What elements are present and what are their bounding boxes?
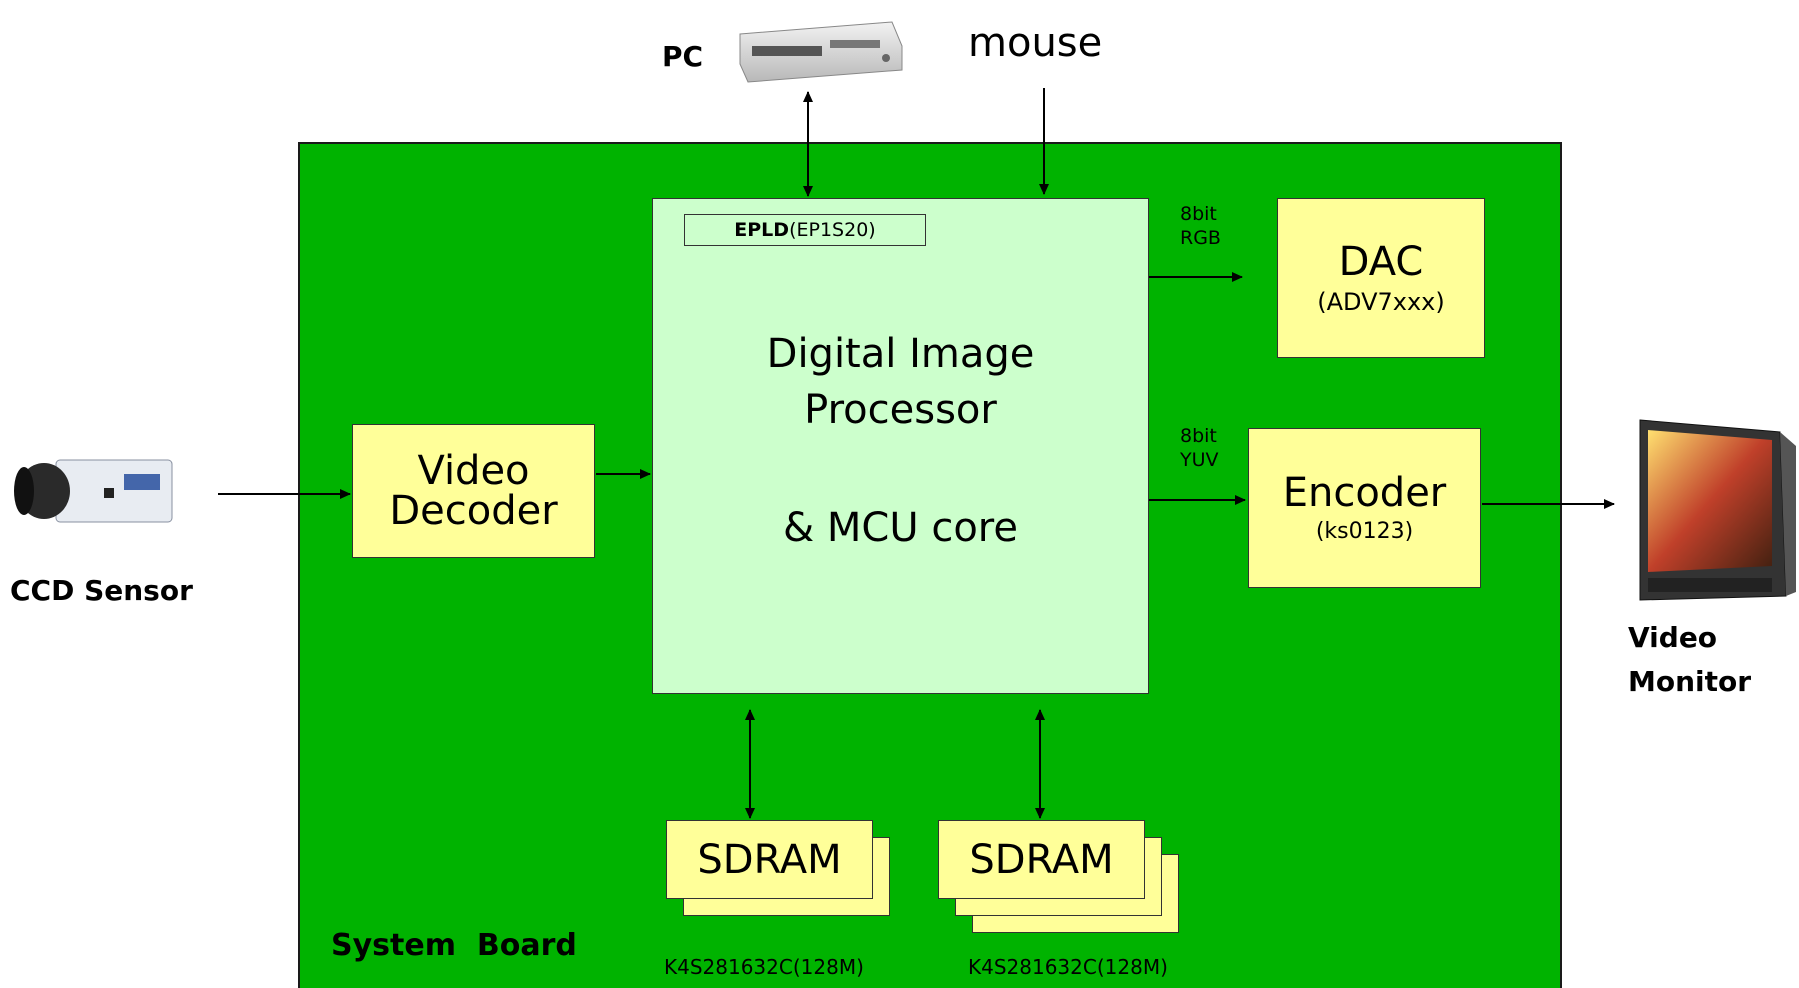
sdram-right-part: K4S281632C(128M) (968, 955, 1168, 979)
yuv-signal-line-2: YUV (1180, 449, 1219, 471)
mouse-label: mouse (968, 20, 1103, 66)
rgb-signal-line-1: 8bit (1180, 203, 1217, 225)
processor-line-3: & MCU core (783, 505, 1018, 551)
processor-title: Digital Image Processor & MCU core (652, 326, 1149, 556)
video-decoder-block: Video Decoder (352, 424, 595, 558)
sdram-right-title: SDRAM (969, 836, 1114, 883)
video-decoder-line-1: Video (417, 448, 530, 494)
epld-name: EPLD (734, 219, 790, 241)
video-monitor-line-1: Video (1628, 621, 1718, 654)
yuv-signal-label: 8bit YUV (1180, 424, 1219, 472)
video-monitor-label: Video Monitor (1628, 616, 1751, 704)
pc-device-icon (739, 21, 903, 83)
encoder-block: Encoder (ks0123) (1248, 428, 1481, 588)
epld-label: EPLD(EP1S20) (684, 214, 926, 246)
sdram-right-stack: SDRAM (938, 820, 1188, 940)
ccd-sensor-label: CCD Sensor (10, 574, 193, 607)
sdram-left-title: SDRAM (697, 836, 842, 883)
processor-line-2: Processor (804, 387, 997, 433)
epld-part: (EP1S20) (789, 219, 876, 241)
video-monitor-icon (1639, 419, 1796, 601)
yuv-signal-line-1: 8bit (1180, 425, 1217, 447)
rgb-signal-label: 8bit RGB (1180, 202, 1221, 250)
ccd-camera-icon (14, 459, 173, 523)
rgb-signal-line-2: RGB (1180, 227, 1221, 249)
sdram-left-stack: SDRAM (666, 820, 896, 920)
dac-block: DAC (ADV7xxx) (1277, 198, 1485, 358)
dac-title: DAC (1338, 239, 1424, 285)
video-decoder-line-2: Decoder (389, 488, 558, 534)
encoder-title: Encoder (1282, 470, 1447, 516)
sdram-left-part: K4S281632C(128M) (664, 955, 864, 979)
processor-line-1: Digital Image (766, 331, 1035, 377)
video-monitor-line-2: Monitor (1628, 665, 1752, 698)
system-board-label: System Board (331, 928, 577, 963)
sdram-left-front: SDRAM (666, 820, 873, 899)
pc-label: PC (662, 40, 704, 73)
encoder-part: (ks0123) (1315, 519, 1414, 544)
digital-image-processor (652, 198, 1149, 694)
sdram-right-front: SDRAM (938, 820, 1145, 899)
dac-part: (ADV7xxx) (1317, 288, 1445, 316)
